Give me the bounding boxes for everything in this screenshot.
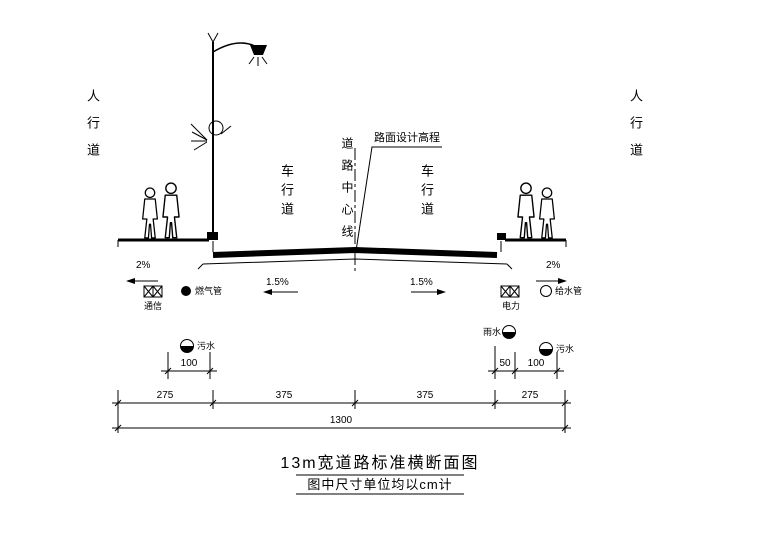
dim-lane-right: 375 <box>416 390 434 401</box>
rain-water-label: 雨水 <box>483 327 502 337</box>
street-lamp-icon <box>190 32 268 240</box>
sewage-right-icon <box>539 342 553 356</box>
slope-sidewalk-right-label: 2% <box>546 260 561 271</box>
slope-arrows <box>126 278 567 295</box>
slope-sidewalk-left-label: 2% <box>136 260 151 271</box>
drawing-title: 13m宽道路标准横断面图 <box>280 455 480 472</box>
sewage-left-label: 污水 <box>197 341 216 351</box>
gas-pipe-icon <box>181 286 191 296</box>
slope-lane-left-label: 1.5% <box>266 277 289 288</box>
pedestrians-left <box>142 182 180 239</box>
rain-water-icon <box>502 325 516 339</box>
dim-total-width: 1300 <box>329 415 353 426</box>
sidewalk-right-label: 人行道 <box>628 89 643 170</box>
drawing-unit-note: 图中尺寸单位均以cm计 <box>307 477 453 492</box>
communication-duct-icon <box>143 285 163 298</box>
sewage-left-icon <box>180 339 194 353</box>
dim-rain-offset: 50 <box>499 358 511 369</box>
sewage-right-label: 污水 <box>556 344 575 354</box>
slope-lane-right-label: 1.5% <box>410 277 433 288</box>
road-centerline-label: 道路中心线 <box>340 137 354 247</box>
dimension-lines <box>112 346 571 433</box>
power-duct-icon <box>500 285 520 298</box>
dim-sewage-right-offset: 100 <box>527 358 545 369</box>
design-elevation-leader <box>355 146 442 252</box>
water-pipe-icon <box>540 285 552 297</box>
communication-label: 通信 <box>144 301 163 311</box>
carriageway-left-label: 车行道 <box>279 164 294 221</box>
power-label: 电力 <box>502 301 521 311</box>
carriageway-right-label: 车行道 <box>419 164 434 221</box>
dim-sewage-left-offset: 100 <box>180 358 198 369</box>
dim-sidewalk-left: 275 <box>156 390 174 401</box>
dim-sidewalk-right: 275 <box>521 390 539 401</box>
title-rules <box>296 474 464 495</box>
design-elevation-label: 路面设计高程 <box>374 132 440 144</box>
gas-pipe-label: 燃气管 <box>195 286 223 296</box>
dim-lane-left: 375 <box>275 390 293 401</box>
pedestrians-right <box>517 182 555 239</box>
water-pipe-label: 给水管 <box>555 286 583 296</box>
sidewalk-left-label: 人行道 <box>85 89 100 170</box>
